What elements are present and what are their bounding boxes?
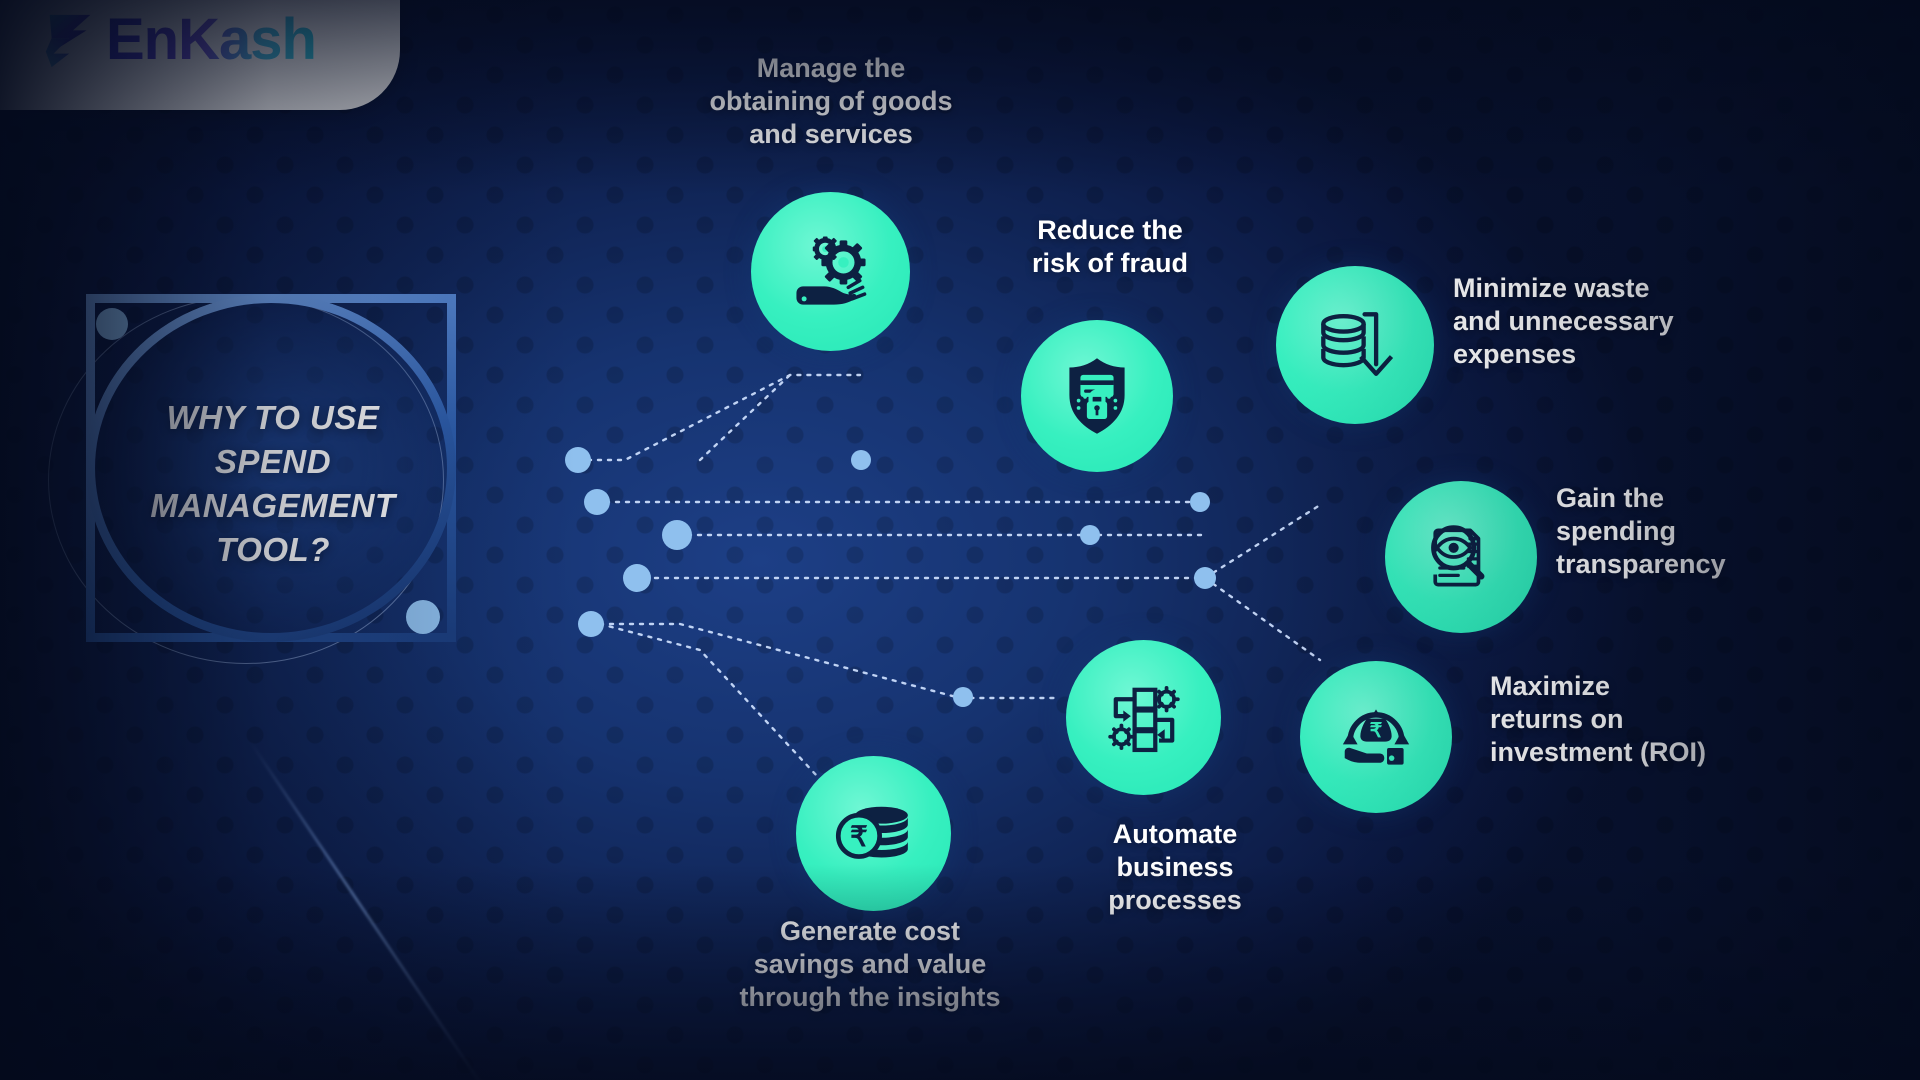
center-badge: WHY TO USE SPEND MANAGEMENT TOOL? — [48, 278, 468, 678]
feature-icon-reduce-fraud[interactable] — [1021, 320, 1173, 472]
feature-icon-maximize-roi[interactable]: ₹ — [1300, 661, 1452, 813]
brand-logo-panel[interactable]: EnKash — [0, 0, 400, 110]
feature-icon-manage-procurement[interactable] — [751, 192, 910, 351]
orbit-node-top — [96, 308, 128, 340]
feature-label-reduce-fraud: Reduce the risk of fraud — [1031, 215, 1189, 279]
feature-icon-cost-savings[interactable]: ₹ — [796, 756, 951, 911]
svg-text:₹: ₹ — [1370, 720, 1383, 742]
page-title: WHY TO USE SPEND MANAGEMENT TOOL? — [108, 396, 438, 572]
enkash-rupee-mark-icon — [40, 9, 102, 71]
feature-icon-automate-processes[interactable] — [1066, 640, 1221, 795]
feature-icon-spending-transparency[interactable] — [1385, 481, 1537, 633]
feature-label-maximize-roi: Maximize returns on investment (ROI) — [1490, 671, 1707, 768]
background-light-streak — [248, 740, 487, 1080]
feature-label-automate-processes: Automate business processes — [1108, 819, 1242, 916]
feature-label-minimize-waste: Minimize waste and unnecessary expenses — [1453, 273, 1674, 370]
feature-label-spending-transparency: Gain the spending transparency — [1556, 483, 1726, 580]
orbit-node-bottom — [406, 600, 440, 634]
feature-icon-minimize-waste[interactable] — [1276, 266, 1434, 424]
svg-text:₹: ₹ — [849, 820, 867, 852]
title-line: SPEND — [214, 442, 332, 480]
title-line: WHY TO USE — [166, 399, 380, 436]
feature-label-cost-savings: Generate cost savings and value through … — [739, 916, 1001, 1013]
title-line: TOOL? — [216, 530, 330, 568]
brand-name: EnKash — [106, 7, 317, 72]
feature-label-manage-procurement: Manage the obtaining of goods and servic… — [709, 53, 953, 150]
title-line: MANAGEMENT — [150, 486, 396, 524]
